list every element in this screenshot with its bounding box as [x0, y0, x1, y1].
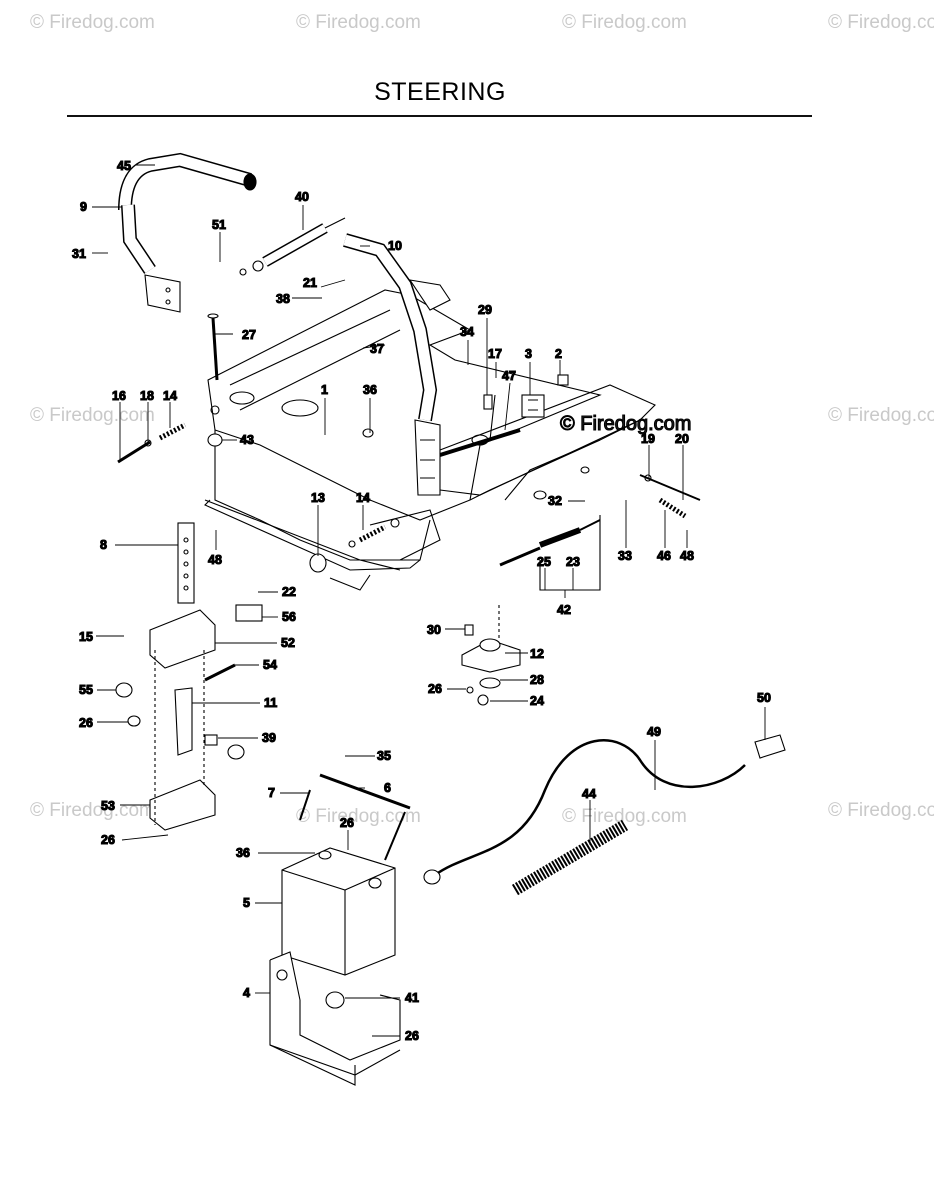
callout-14b: 14 [356, 491, 370, 505]
callout-34: 34 [460, 325, 474, 339]
callout-55: 55 [79, 683, 93, 697]
callout-23: 23 [566, 555, 580, 569]
callout-3: 3 [525, 347, 532, 361]
watermark: © Firedog.com [296, 12, 421, 33]
callout-28: 28 [530, 673, 544, 687]
callout-2: 2 [555, 347, 562, 361]
callout-39: 39 [262, 731, 276, 745]
callout-53: 53 [101, 799, 115, 813]
steering-lever-left [118, 152, 257, 313]
callout-21: 21 [303, 276, 317, 290]
callout-30: 30 [427, 623, 441, 637]
callout-6: 6 [384, 781, 391, 795]
callout-29: 29 [478, 303, 492, 317]
callout-51: 51 [212, 218, 226, 232]
battery-tray [269, 951, 401, 1086]
callout-48b: 48 [680, 549, 694, 563]
callout-37: 37 [370, 342, 384, 356]
watermark: © Firedog.com [560, 413, 691, 435]
callout-41: 41 [405, 991, 419, 1005]
callout-46: 46 [657, 549, 671, 563]
callout-50: 50 [757, 691, 771, 705]
callout-36: 36 [363, 383, 377, 397]
callout-32: 32 [548, 494, 562, 508]
watermark: © Firedog.com [562, 12, 687, 33]
callout-40: 40 [295, 190, 309, 204]
callout-44: 44 [582, 787, 596, 801]
callout-54: 54 [263, 658, 277, 672]
leader-lines [92, 164, 766, 1037]
watermark: © Firedog.com [828, 405, 934, 426]
callout-31: 31 [72, 247, 86, 261]
callout-26b: 26 [101, 833, 115, 847]
callout-18: 18 [140, 389, 154, 403]
callout-33: 33 [618, 549, 632, 563]
callout-7: 7 [268, 786, 275, 800]
callout-15: 15 [79, 630, 93, 644]
callout-56: 56 [282, 610, 296, 624]
callout-1: 1 [321, 383, 328, 397]
callout-43: 43 [240, 433, 254, 447]
callout-27: 27 [242, 328, 256, 342]
adjustment-bar [177, 522, 195, 604]
callout-22: 22 [282, 585, 296, 599]
callout-16: 16 [112, 389, 126, 403]
callout-35: 35 [377, 749, 391, 763]
callout-labels: 45 9 31 40 51 10 21 38 27 37 16 18 14 1 … [71, 158, 771, 1043]
callout-36b: 36 [236, 846, 250, 860]
callout-49: 49 [647, 725, 661, 739]
battery [281, 847, 396, 976]
callout-48: 48 [208, 553, 222, 567]
callout-12: 12 [530, 647, 544, 661]
watermark: © Firedog.com [828, 12, 934, 33]
callout-26a: 26 [79, 716, 93, 730]
callout-38: 38 [276, 292, 290, 306]
watermark: © Firedog.com [562, 806, 687, 827]
callout-20: 20 [675, 432, 689, 446]
callout-5: 5 [243, 896, 250, 910]
battery-hold-down [299, 773, 411, 861]
watermark: © Firedog.com [296, 806, 421, 827]
callout-52: 52 [281, 636, 295, 650]
callout-24: 24 [530, 694, 544, 708]
callout-26c: 26 [428, 682, 442, 696]
title-rule [67, 115, 812, 117]
callout-4: 4 [243, 986, 250, 1000]
callout-11: 11 [264, 696, 277, 710]
callout-10: 10 [388, 239, 402, 253]
watermark: © Firedog.com [30, 12, 155, 33]
callout-25: 25 [537, 555, 551, 569]
connector [521, 374, 569, 418]
gas-spring [239, 217, 346, 276]
callout-26d: 26 [340, 816, 354, 830]
callout-8: 8 [100, 538, 107, 552]
callout-47: 47 [502, 369, 516, 383]
watermark: © Firedog.com [828, 800, 934, 821]
callout-19: 19 [641, 432, 655, 446]
callout-9: 9 [80, 200, 87, 214]
page-title: STEERING [374, 78, 506, 106]
callout-13: 13 [311, 491, 325, 505]
callout-42: 42 [557, 603, 571, 617]
callout-14: 14 [163, 389, 177, 403]
callout-45: 45 [117, 159, 131, 173]
callout-17: 17 [488, 347, 502, 361]
steering-lever-right [343, 233, 451, 496]
callout-26e: 26 [405, 1029, 419, 1043]
watermark: © Firedog.com [30, 405, 155, 426]
